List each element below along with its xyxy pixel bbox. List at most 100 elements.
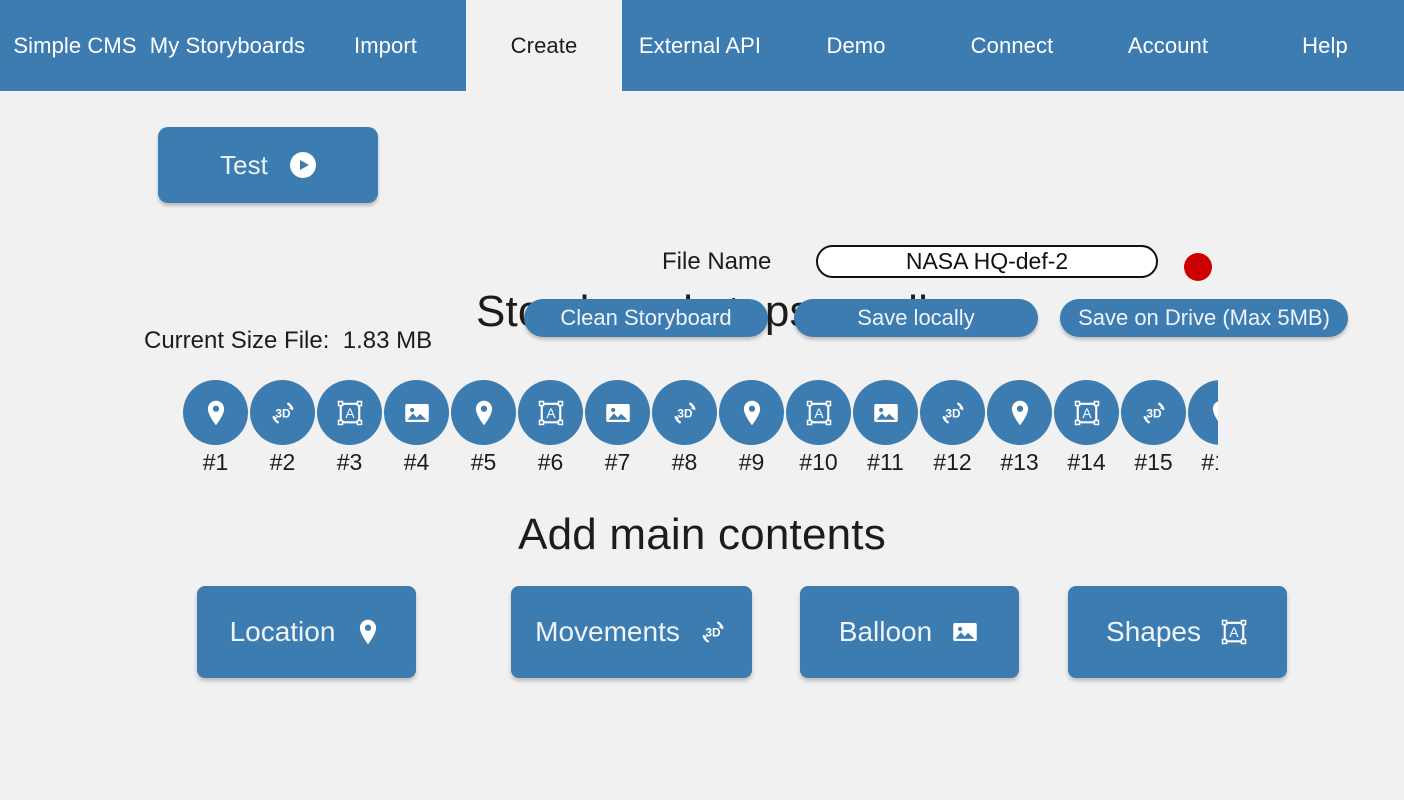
shapes-button[interactable]: Shapes A (1068, 586, 1287, 678)
save-locally-button[interactable]: Save locally (794, 299, 1038, 337)
test-button[interactable]: Test (158, 127, 378, 203)
storyboard-step[interactable]: #11 (852, 380, 919, 476)
storyboard-step-label: #10 (799, 449, 838, 475)
record-dot-indicator[interactable] (1184, 253, 1212, 281)
storyboard-step[interactable]: A #10 (785, 380, 852, 476)
nav-item-import[interactable]: Import (305, 0, 466, 91)
movement-3d-icon: 3D (652, 380, 717, 445)
storyboard-step[interactable]: 3D #15 (1120, 380, 1187, 476)
location-pin-icon (183, 380, 248, 445)
test-button-label: Test (220, 149, 268, 180)
save-on-drive-button[interactable]: Save on Drive (Max 5MB) (1060, 299, 1348, 337)
nav-label: External API (638, 32, 762, 58)
storyboard-step-label: #16 (1201, 449, 1218, 475)
storyboard-step[interactable]: 3D #12 (919, 380, 986, 476)
svg-text:3D: 3D (1146, 406, 1162, 420)
storyboard-step-label: #14 (1067, 449, 1106, 475)
storyboard-step[interactable]: A #6 (517, 380, 584, 476)
storyboard-step-label: #5 (470, 449, 497, 475)
storyboard-step-label: #6 (537, 449, 564, 475)
svg-text:A: A (546, 406, 556, 421)
storyboard-step-label: #8 (671, 449, 698, 475)
movement-3d-icon: 3D (698, 617, 728, 647)
nav-label: Create (510, 32, 578, 58)
add-main-contents-heading: Add main contents (518, 510, 886, 559)
shapes-icon: A (317, 380, 382, 445)
movements-button[interactable]: Movements 3D (511, 586, 752, 678)
nav-label: Import (354, 32, 417, 58)
storyboard-step[interactable]: A #3 (316, 380, 383, 476)
movements-button-label: Movements (535, 616, 680, 647)
location-pin-icon (719, 380, 784, 445)
nav-label: Simple CMS (13, 32, 137, 58)
location-button[interactable]: Location (197, 586, 416, 678)
svg-text:A: A (345, 406, 355, 421)
storyboard-steps-scroll[interactable]: #1 3D #2 A #3 #4 #5 A #6 #7 3D #8 #9 A #10 #11 3D #12 #13 A… (0, 380, 1218, 476)
nav-label: My Storyboards (149, 32, 306, 58)
svg-text:3D: 3D (275, 406, 291, 420)
play-icon (289, 152, 316, 178)
location-pin-icon (353, 617, 383, 647)
balloon-image-icon (853, 380, 918, 445)
file-name-input[interactable] (816, 245, 1158, 278)
location-pin-icon (987, 380, 1052, 445)
storyboard-step-label: #4 (403, 449, 430, 475)
shapes-icon: A (1054, 380, 1119, 445)
storyboard-step-label: #13 (1000, 449, 1039, 475)
balloon-image-icon (384, 380, 449, 445)
storyboard-step[interactable]: A #14 (1053, 380, 1120, 476)
storyboard-step[interactable]: #7 (584, 380, 651, 476)
movement-3d-icon: 3D (250, 380, 315, 445)
storyboard-step-label: #11 (867, 449, 904, 475)
nav-item-connect[interactable]: Connect (934, 0, 1090, 91)
storyboard-step[interactable]: #13 (986, 380, 1053, 476)
nav-label: Connect (970, 32, 1054, 58)
shapes-button-label: Shapes (1106, 616, 1201, 647)
storyboard-steps-row: #1 3D #2 A #3 #4 #5 A #6 #7 3D #8 #9 A #10 #11 3D #12 #13 A… (182, 380, 1218, 476)
nav-item-my-storyboards[interactable]: My Storyboards (150, 0, 305, 91)
svg-text:3D: 3D (677, 406, 693, 420)
balloon-button[interactable]: Balloon (800, 586, 1019, 678)
svg-text:3D: 3D (945, 406, 961, 420)
nav-label: Account (1127, 32, 1209, 58)
storyboard-step-label: #7 (604, 449, 631, 475)
storyboard-step[interactable]: #4 (383, 380, 450, 476)
nav-label: Demo (826, 32, 886, 58)
storyboard-step-label: #3 (336, 449, 363, 475)
storyboard-step[interactable]: #1 (182, 380, 249, 476)
storyboard-step[interactable]: #9 (718, 380, 785, 476)
file-name-label: File Name (662, 248, 772, 275)
balloon-image-icon (950, 617, 980, 647)
storyboard-step-label: #9 (738, 449, 765, 475)
location-button-label: Location (229, 616, 336, 647)
storyboard-step[interactable]: #5 (450, 380, 517, 476)
svg-text:A: A (814, 406, 824, 421)
balloon-button-label: Balloon (838, 616, 933, 647)
current-size-file-label: Current Size File: 1.83 MB (144, 327, 433, 354)
location-pin-icon (451, 380, 516, 445)
balloon-image-icon (585, 380, 650, 445)
location-pin-icon (1188, 380, 1218, 445)
movement-3d-icon: 3D (920, 380, 985, 445)
nav-item-simple-cms[interactable]: Simple CMS (0, 0, 150, 91)
storyboard-step-label: #1 (202, 449, 229, 475)
nav-item-account[interactable]: Account (1090, 0, 1246, 91)
shapes-icon: A (786, 380, 851, 445)
nav-item-create[interactable]: Create (466, 0, 622, 91)
storyboard-step[interactable]: #16 (1187, 380, 1218, 476)
svg-text:A: A (1229, 625, 1239, 640)
storyboard-step[interactable]: 3D #2 (249, 380, 316, 476)
storyboard-step[interactable]: 3D #8 (651, 380, 718, 476)
nav-item-external-api[interactable]: External API (622, 0, 778, 91)
storyboard-step-label: #12 (933, 449, 972, 475)
movement-3d-icon: 3D (1121, 380, 1186, 445)
toolbar-strip: Test Current Size File: 1.83 MB File Nam… (0, 91, 1404, 354)
shapes-icon: A (518, 380, 583, 445)
nav-item-help[interactable]: Help (1246, 0, 1404, 91)
clean-storyboard-button[interactable]: Clean Storyboard (524, 299, 768, 337)
storyboard-step-label: #15 (1134, 449, 1173, 475)
shapes-icon: A (1219, 617, 1249, 647)
nav-item-demo[interactable]: Demo (778, 0, 934, 91)
storyboard-step-label: #2 (269, 449, 296, 475)
svg-text:3D: 3D (705, 626, 721, 640)
